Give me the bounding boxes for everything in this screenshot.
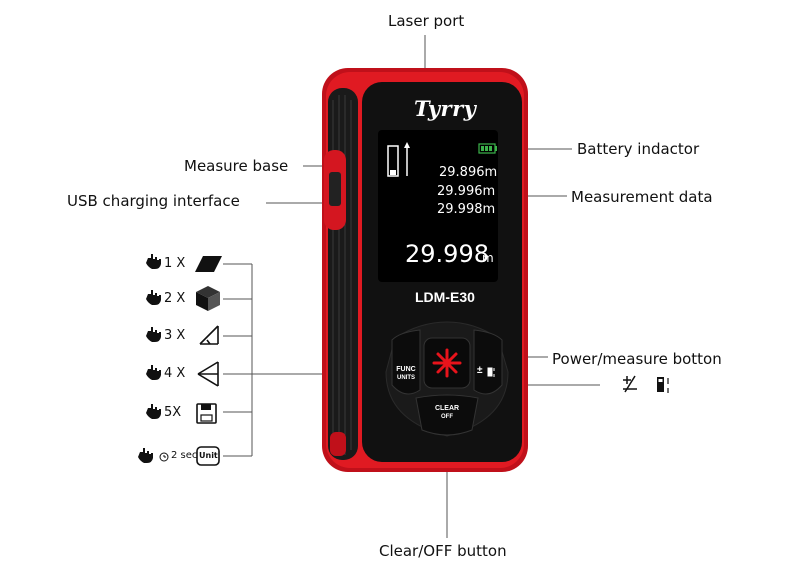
off-button-label: OFF <box>441 414 453 420</box>
reading-3: 29.998m <box>437 202 496 217</box>
func-button-label: FUNC <box>396 366 416 373</box>
mode-2-press: 2 X <box>164 291 186 306</box>
device-plusminus-icon <box>487 367 495 377</box>
battery-icon <box>478 143 497 154</box>
plus-minus-icon <box>623 375 637 393</box>
laser-star-icon <box>432 348 462 378</box>
brand-logo: Tyrry <box>414 96 477 121</box>
meter-reference-icon <box>657 377 669 393</box>
power-measure-label: Power/measure botton <box>552 350 722 368</box>
laser-port-label: Laser port <box>388 12 465 30</box>
reading-1: 29.896m <box>439 165 498 180</box>
save-floppy-icon <box>196 403 217 424</box>
unit-button-icon <box>196 446 220 466</box>
clock-icon <box>159 452 169 462</box>
battery-indicator-label: Battery indactor <box>577 140 700 158</box>
hand-icons <box>138 254 161 463</box>
measure-base-indicator <box>387 145 408 177</box>
model-name: LDM-E30 <box>415 289 475 305</box>
volume-cube-icon <box>196 286 220 311</box>
main-reading-unit: m <box>482 251 494 265</box>
main-reading-value: 29.998 <box>405 240 489 268</box>
plusminus-button-label: ± <box>477 365 483 376</box>
lcd-screen <box>378 130 498 282</box>
reading-2: 29.996m <box>437 184 496 199</box>
mode-6-press: 2 sec <box>171 450 198 461</box>
mode-1-press: 1 X <box>164 256 186 271</box>
clear-button-label: CLEAR <box>434 405 460 412</box>
clear-off-label: Clear/OFF button <box>379 542 507 560</box>
pythagoras-single-icon <box>199 325 219 345</box>
area-parallelogram-icon <box>195 256 222 272</box>
mode-3-press: 3 X <box>164 328 186 343</box>
unit-button-text: Unit <box>199 451 218 460</box>
pythagoras-double-icon <box>197 361 219 387</box>
mode-5-press: 5X <box>164 405 182 420</box>
button-cluster <box>385 321 509 437</box>
units-button-label: UNITS <box>397 375 415 381</box>
usb-charging-label: USB charging interface <box>67 192 240 210</box>
measure-base-label: Measure base <box>184 157 289 175</box>
measurement-data-label: Measurement data <box>571 188 713 206</box>
mode-4-press: 4 X <box>164 366 186 381</box>
